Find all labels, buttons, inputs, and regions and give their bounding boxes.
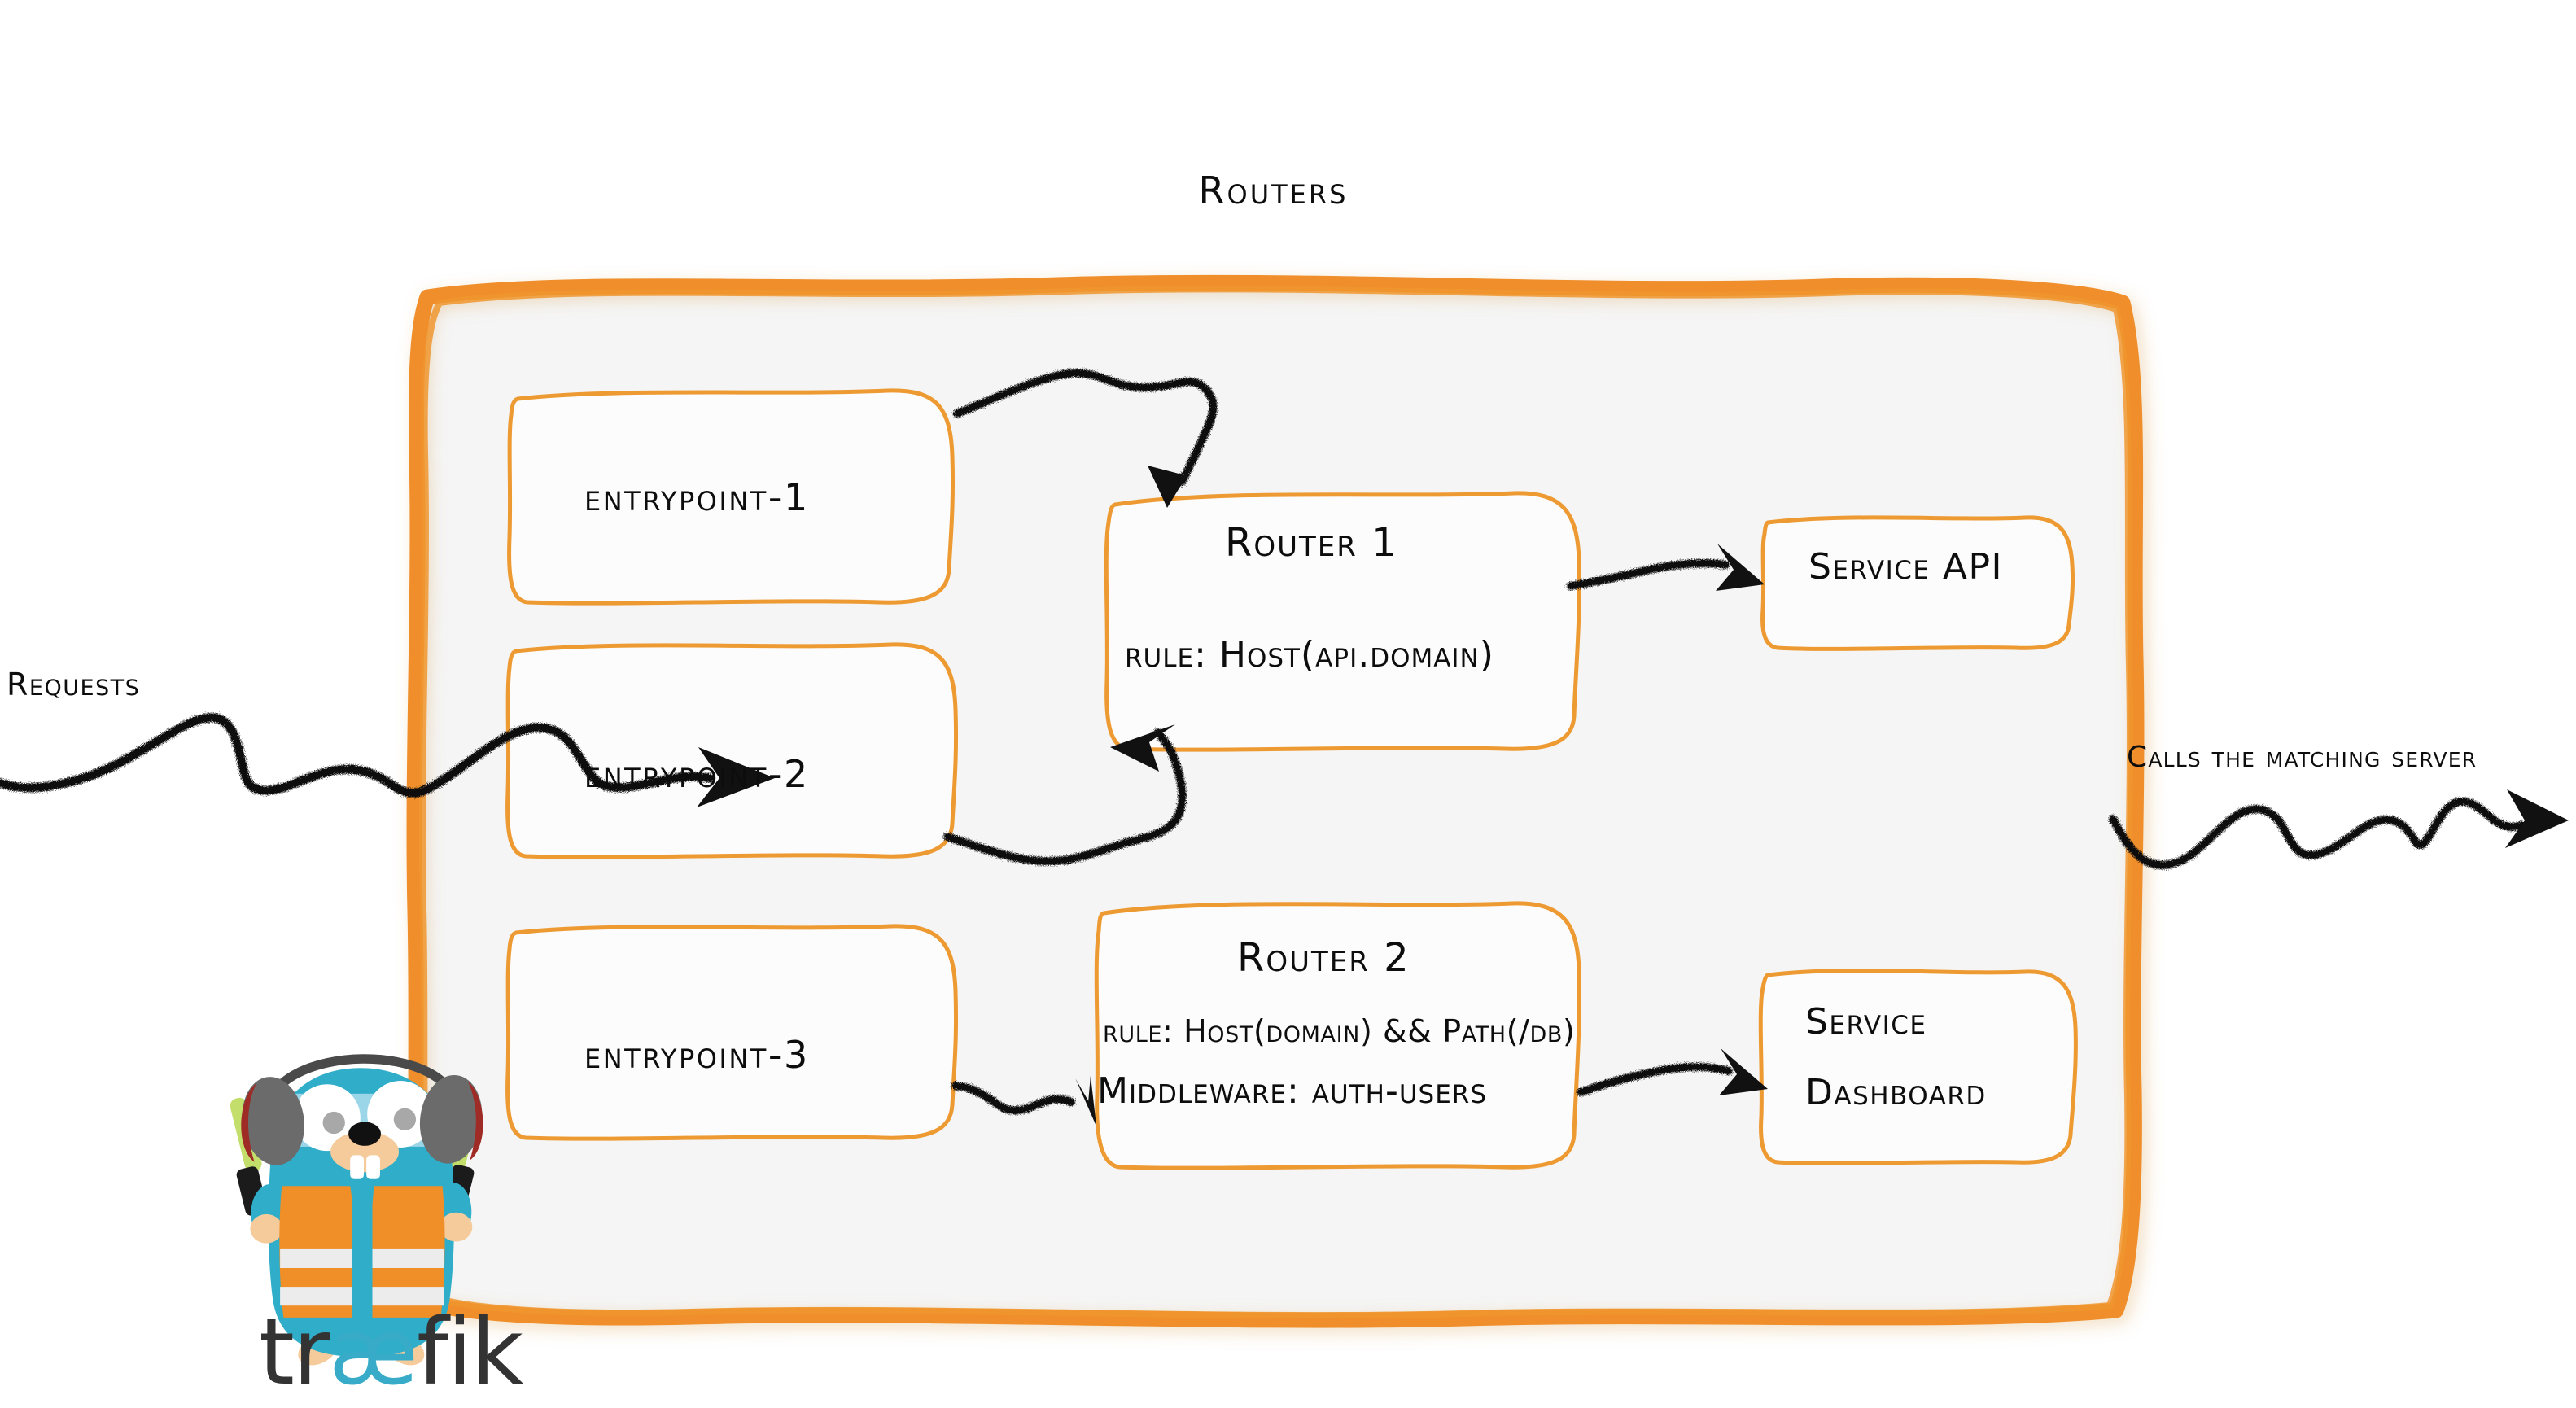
arrow-ep2-head (1110, 724, 1175, 772)
page-title: Routers (1198, 168, 1349, 212)
gopher-earcup-left (242, 1077, 304, 1165)
router-2-title: Router 2 (1237, 935, 1410, 981)
arrow-ep3-to-router2 (951, 1082, 1075, 1115)
gopher-earpad-right (468, 1082, 483, 1161)
gopher-headphone-band (261, 1054, 463, 1119)
router-1-title: Router 1 (1225, 520, 1398, 566)
gopher-vest-stripe-1 (280, 1248, 444, 1268)
arrow-container-to-calls (2109, 797, 2526, 869)
wordmark-prefix: tr (259, 1300, 330, 1406)
routers-container-border (406, 274, 2145, 1328)
gopher-earpad-left (241, 1083, 256, 1162)
gopher-right-wand (443, 1095, 481, 1214)
entrypoint-1-label: entrypoint-1 (584, 475, 810, 519)
gopher-goggle-band (273, 1093, 452, 1147)
routers-container (406, 274, 2145, 1328)
gopher-hand-right (440, 1212, 473, 1242)
router-1-rule: rule: Host(api.domain) (1125, 634, 1494, 676)
router-2-rule: rule: Host(domain) && Path(/db) (1103, 1013, 1576, 1049)
arrow-ep1-head (1148, 449, 1203, 508)
arrow-ep2-to-router1 (943, 728, 1187, 866)
router-2-middleware: Middleware: auth-users (1097, 1070, 1487, 1112)
arrow-router1-to-serviceapi (1567, 558, 1730, 590)
gopher-left-wand (230, 1097, 268, 1216)
gopher-nose (348, 1122, 381, 1146)
traefik-wordmark: træfik (259, 1307, 523, 1398)
gopher-eye-right (367, 1081, 435, 1148)
gopher-eye-left (293, 1084, 361, 1152)
service-dashboard-box[interactable] (1758, 969, 2078, 1165)
gopher-tooth-left (350, 1155, 364, 1179)
gopher-tooth-right (366, 1155, 380, 1179)
gopher-snout (330, 1131, 400, 1173)
gopher-arm-right (434, 1183, 472, 1241)
calls-matching-server-label: Calls the matching server (2127, 741, 2478, 774)
entrypoint-2-box[interactable] (505, 642, 959, 859)
gopher-arm-left (251, 1184, 289, 1243)
service-dashboard-label-line2: Dashboard (1805, 1072, 1987, 1113)
arrow-router2-to-dashboard (1577, 1062, 1733, 1096)
wordmark-suffix: fik (416, 1300, 523, 1406)
routers-container-fill (414, 282, 2136, 1321)
gopher-pupil-right (393, 1108, 417, 1130)
entrypoint-3-label: entrypoint-3 (584, 1033, 810, 1077)
routers-container-border-texture (419, 286, 2133, 1319)
service-dashboard-label-line1: Service (1805, 1001, 1927, 1043)
requests-label: Requests (7, 667, 141, 702)
arrow-ep1-to-router1 (953, 369, 1218, 486)
gopher-pupil-left (322, 1111, 345, 1135)
gopher-vest-right (370, 1186, 445, 1318)
gopher-vest-left (279, 1186, 356, 1318)
wordmark-ae-ligature: æ (328, 1300, 418, 1406)
arrow-router1-head (1716, 544, 1765, 591)
service-api-label: Service API (1808, 546, 2004, 588)
arrow-router2-head (1719, 1048, 1768, 1095)
arrow-calls-head (2505, 789, 2569, 848)
gopher-earcup-right (419, 1074, 483, 1164)
gopher-hand-left (250, 1213, 283, 1244)
entrypoint-2-label: entrypoint-2 (584, 752, 810, 796)
